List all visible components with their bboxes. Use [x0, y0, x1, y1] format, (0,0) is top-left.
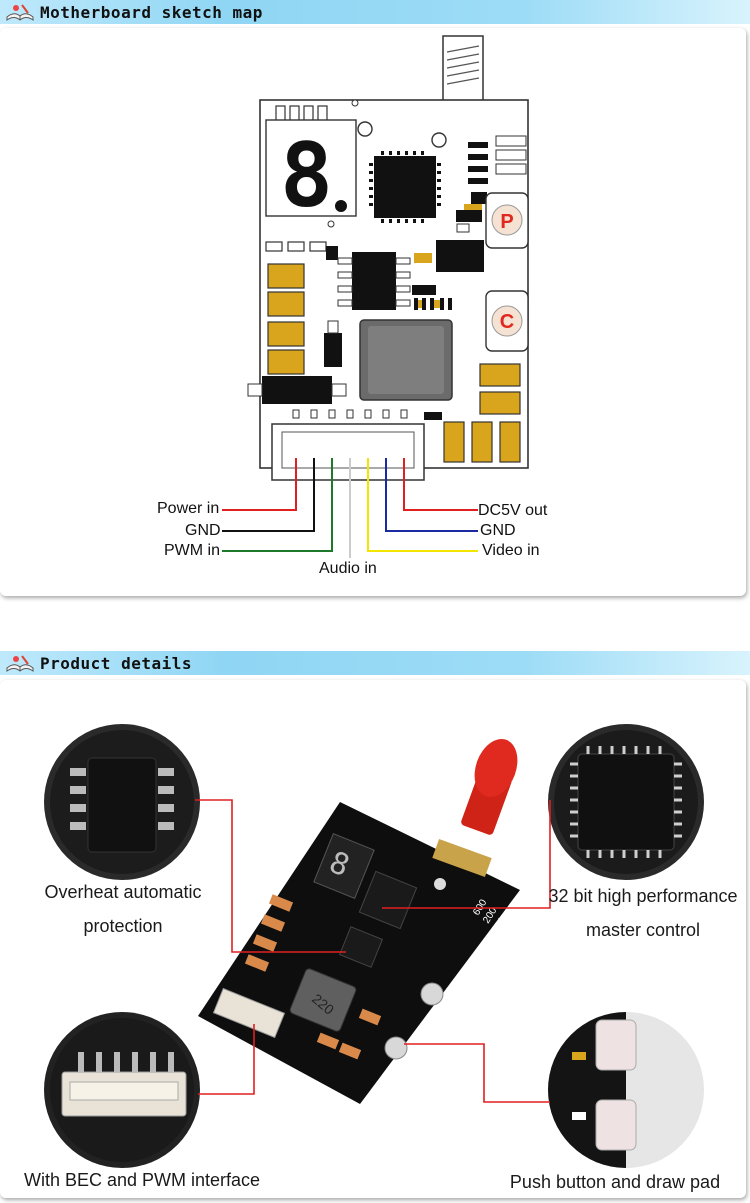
product-details-figure: 8 220 600 200 — [44, 724, 704, 1168]
svg-text:8: 8 — [280, 124, 333, 227]
pin-label-dc5v-out: DC5V out — [478, 502, 548, 519]
label-overheat-line1: Overheat automatic — [44, 882, 202, 902]
pin-label-pwm-in: PWM in — [164, 542, 220, 559]
leader-bec — [198, 1024, 255, 1095]
transmitter-board-photo: 8 220 600 200 — [198, 738, 520, 1104]
label-master-line1: 32 bit high performance — [548, 886, 738, 906]
label-overheat-line2: protection — [83, 916, 163, 936]
button-closeup — [548, 1012, 704, 1168]
label-master-line2: master control — [585, 920, 701, 940]
sketch-panel: 8 P — [0, 28, 746, 596]
leader-master — [382, 800, 551, 909]
leader-overheat — [195, 799, 346, 953]
mcu-closeup — [548, 724, 704, 880]
label-bec: With BEC and PWM interface — [23, 1170, 261, 1190]
motherboard-sketch: 8 P — [222, 35, 529, 558]
section-title-details: Product details — [40, 654, 192, 673]
leader-button — [404, 1043, 550, 1103]
overheat-chip-closeup — [44, 724, 200, 880]
book-icon — [6, 655, 34, 672]
pin-label-video-in: Video in — [482, 542, 540, 559]
pin-label-gnd-left: GND — [185, 522, 221, 539]
connector-closeup — [44, 1012, 200, 1168]
section-title-sketch: Motherboard sketch map — [40, 3, 263, 22]
label-button: Push button and draw pad — [509, 1172, 721, 1192]
section-header-sketch: Motherboard sketch map — [0, 0, 750, 24]
pin-label-power-in: Power in — [157, 500, 220, 517]
button-c-label: C — [500, 311, 514, 333]
section-header-details: Product details — [0, 651, 750, 675]
pin-label-gnd-right: GND — [480, 522, 516, 539]
details-panel: 8 220 600 200 — [0, 680, 746, 1198]
pin-label-audio-in: Audio in — [319, 560, 377, 577]
book-icon — [6, 4, 34, 21]
button-p-label: P — [500, 211, 513, 233]
